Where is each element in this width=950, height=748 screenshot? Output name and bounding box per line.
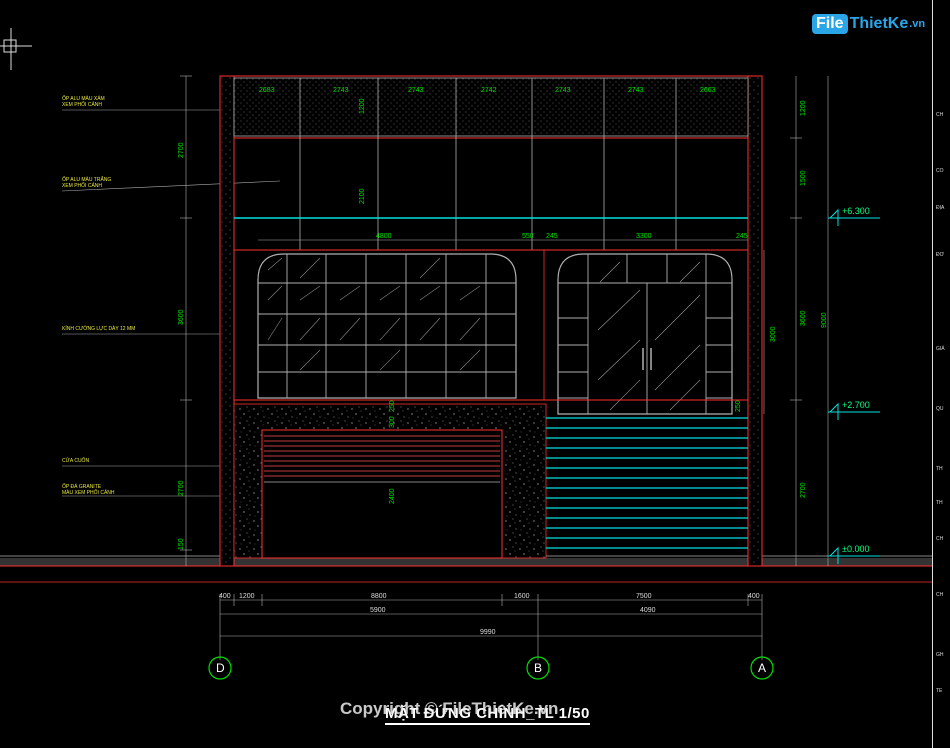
side-label: TH bbox=[936, 466, 943, 472]
annotation-alu-white: ỐP ALU MÀU TRẮNG XEM PHỐI CẢNH bbox=[62, 177, 111, 189]
dim-label: 2742 bbox=[481, 87, 497, 94]
annotation-line: MÀU XEM PHỐI CẢNH bbox=[62, 490, 115, 496]
dim-label: 300 bbox=[389, 416, 396, 428]
dim-label: 150 bbox=[178, 538, 185, 550]
dim-label: 2700 bbox=[178, 480, 185, 496]
level-label: +2.700 bbox=[842, 400, 870, 410]
dim-label: 250 bbox=[735, 400, 742, 412]
dim-label: 2683 bbox=[259, 87, 275, 94]
entrance-stairs bbox=[546, 417, 748, 549]
annotation-alu-grey: ỐP ALU MÀU XÁM XEM PHỐI CẢNH bbox=[62, 96, 105, 108]
dim-label: 2743 bbox=[333, 87, 349, 94]
side-label: CH bbox=[936, 536, 944, 542]
annotation-line: KÍNH CƯỜNG LỰC DÀY 12 MM bbox=[62, 326, 136, 332]
side-label: CO bbox=[936, 168, 944, 174]
dim-label: 9990 bbox=[480, 629, 496, 636]
dim-label: 4800 bbox=[376, 233, 392, 240]
logo-thietke: ThietKe bbox=[849, 15, 909, 32]
dim-label: 2743 bbox=[555, 87, 571, 94]
top-panel-dimension-labels: 2683 2743 2743 2742 2743 2743 2663 bbox=[259, 87, 716, 94]
dim-label: 2663 bbox=[700, 87, 716, 94]
side-label: GH bbox=[936, 652, 944, 658]
dim-label: 245 bbox=[546, 233, 558, 240]
annotation-line: ỐP ALU MÀU XÁM bbox=[62, 96, 105, 102]
dim-label: 9000 bbox=[821, 312, 828, 328]
level-markers bbox=[828, 208, 880, 564]
rolling-shutter bbox=[261, 429, 503, 559]
dim-label: 2743 bbox=[408, 87, 424, 94]
side-label: GIÁ bbox=[936, 346, 945, 352]
dim-label: 5900 bbox=[370, 607, 386, 614]
dim-label: 4090 bbox=[640, 607, 656, 614]
dim-label: 2743 bbox=[628, 87, 644, 94]
annotation-line: ỐP ALU MÀU TRẮNG bbox=[62, 177, 112, 183]
dim-label: 3600 bbox=[800, 310, 807, 326]
axis-label: B bbox=[534, 661, 542, 675]
dim-label: 3600 bbox=[178, 309, 185, 325]
level-label: ±0.000 bbox=[842, 544, 869, 554]
building-frame bbox=[219, 75, 763, 567]
dim-label: 7500 bbox=[636, 593, 652, 600]
side-label: TE bbox=[936, 688, 943, 694]
right-arched-door bbox=[557, 253, 733, 415]
bottom-dimension-labels: 400 1200 8800 1600 7500 400 5900 4090 99… bbox=[219, 593, 760, 636]
side-label: QU bbox=[936, 406, 944, 412]
filethietke-logo: File ThietKe .vn bbox=[812, 14, 925, 34]
dim-label: 8800 bbox=[371, 593, 387, 600]
copyright-watermark: Copyright © FileThietKe.vn bbox=[340, 699, 559, 718]
right-height-dimension-labels: 1200 1500 3600 2700 9000 bbox=[800, 100, 828, 498]
logo-file: File bbox=[812, 14, 848, 34]
dim-label: 1200 bbox=[239, 593, 255, 600]
dim-label: 2700 bbox=[178, 142, 185, 158]
annotation-line: XEM PHỐI CẢNH bbox=[62, 183, 103, 189]
annotation-line: ỐP ĐÁ GRANITE bbox=[62, 484, 102, 490]
dim-label: 400 bbox=[219, 593, 231, 600]
annotation-shutter: CỬA CUỐN bbox=[62, 458, 89, 464]
level-label: +6.300 bbox=[842, 206, 870, 216]
dimension-lines bbox=[180, 75, 829, 660]
dim-label: 1500 bbox=[800, 170, 807, 186]
axis-labels: D B A bbox=[216, 661, 766, 675]
annotation-granite: ỐP ĐÁ GRANITE MÀU XEM PHỐI CẢNH bbox=[62, 484, 115, 496]
annotation-line: CỬA CUỐN bbox=[62, 458, 90, 464]
annotation-glass: KÍNH CƯỜNG LỰC DÀY 12 MM bbox=[62, 326, 135, 332]
axis-label: D bbox=[216, 661, 225, 675]
dim-label: 1600 bbox=[514, 593, 530, 600]
dim-label: 245 bbox=[736, 233, 748, 240]
dim-label: 1200 bbox=[359, 98, 366, 114]
side-label: CH bbox=[936, 112, 944, 118]
level-labels: +6.300 +2.700 ±0.000 bbox=[842, 206, 870, 554]
side-label: CH bbox=[936, 592, 944, 598]
drawing-title: MẶT ĐỨNG CHÍNH_TL 1/50 bbox=[385, 705, 590, 725]
dim-label: 2100 bbox=[359, 188, 366, 204]
left-arched-window bbox=[257, 253, 517, 399]
side-label: ĐƠ bbox=[936, 252, 944, 258]
axis-label: A bbox=[758, 661, 766, 675]
cursor-crosshair-icon bbox=[0, 28, 32, 70]
dim-label: 400 bbox=[748, 593, 760, 600]
dim-label: 2700 bbox=[800, 482, 807, 498]
top-alu-panel bbox=[233, 77, 749, 137]
dim-label: 1200 bbox=[800, 100, 807, 116]
dim-label: 2400 bbox=[389, 488, 396, 504]
dim-label: 250 bbox=[389, 400, 396, 412]
inner-dimension-labels: 1200 2100 4800 550 245 3300 245 3000 300… bbox=[359, 98, 777, 504]
ground-band bbox=[0, 558, 932, 566]
side-label: TH bbox=[936, 500, 943, 506]
axis-bubbles bbox=[208, 656, 774, 680]
dim-label: 3300 bbox=[636, 233, 652, 240]
logo-vn: .vn bbox=[909, 18, 926, 30]
left-height-dimension-labels: 2700 3600 2700 150 bbox=[178, 142, 185, 550]
annotation-line: XEM PHỐI CẢNH bbox=[62, 102, 103, 108]
side-label: ĐỊA bbox=[936, 205, 945, 211]
dim-label: 550 bbox=[522, 233, 534, 240]
dim-label: 3000 bbox=[770, 326, 777, 342]
side-panel: CH CO ĐỊA ĐƠ GIÁ QU TH TH CH CH GH TE bbox=[932, 0, 950, 748]
